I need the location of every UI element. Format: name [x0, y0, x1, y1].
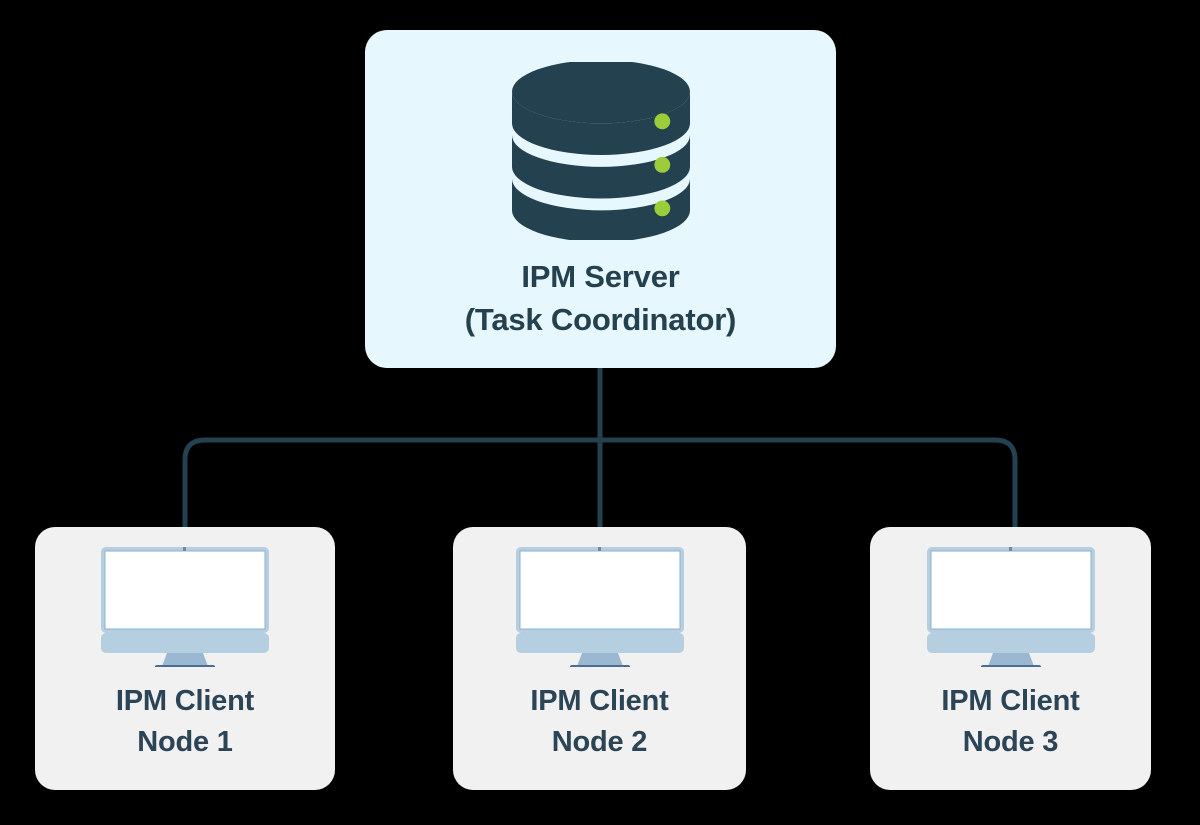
client-node-card-3[interactable]: IPM Client Node 3 [870, 527, 1151, 790]
client-label-line-1: IPM Client [115, 685, 255, 717]
client-label-line-2: Node 1 [137, 726, 233, 759]
client-node-label-2: IPM Client Node 2 [530, 681, 668, 763]
client-label-line-2: Node 2 [551, 726, 648, 759]
led-indicator [653, 113, 670, 130]
led-indicator [653, 156, 670, 173]
database-server-icon [501, 62, 701, 240]
server-node-label: IPM Server (Task Coordinator) [464, 256, 737, 342]
client-node-label-3: IPM Client Node 3 [941, 681, 1079, 763]
server-label-line-1: IPM Server [521, 259, 680, 294]
client-label-line-1: IPM Client [530, 685, 669, 717]
client-node-card-2[interactable]: IPM Client Node 2 [453, 527, 746, 790]
client-node-label-1: IPM Client Node 1 [116, 681, 254, 763]
client-node-card-1[interactable]: IPM Client Node 1 [35, 527, 335, 790]
desktop-monitor-icon [925, 545, 1097, 667]
server-node-card[interactable]: IPM Server (Task Coordinator) [365, 30, 836, 368]
client-label-line-2: Node 3 [962, 726, 1059, 759]
client-label-line-1: IPM Client [941, 685, 1080, 717]
led-indicator [653, 200, 670, 217]
desktop-monitor-icon [514, 545, 686, 667]
desktop-monitor-icon [99, 545, 271, 667]
connector-bus-bracket [182, 437, 1018, 527]
server-label-line-2: (Task Coordinator) [464, 301, 737, 337]
